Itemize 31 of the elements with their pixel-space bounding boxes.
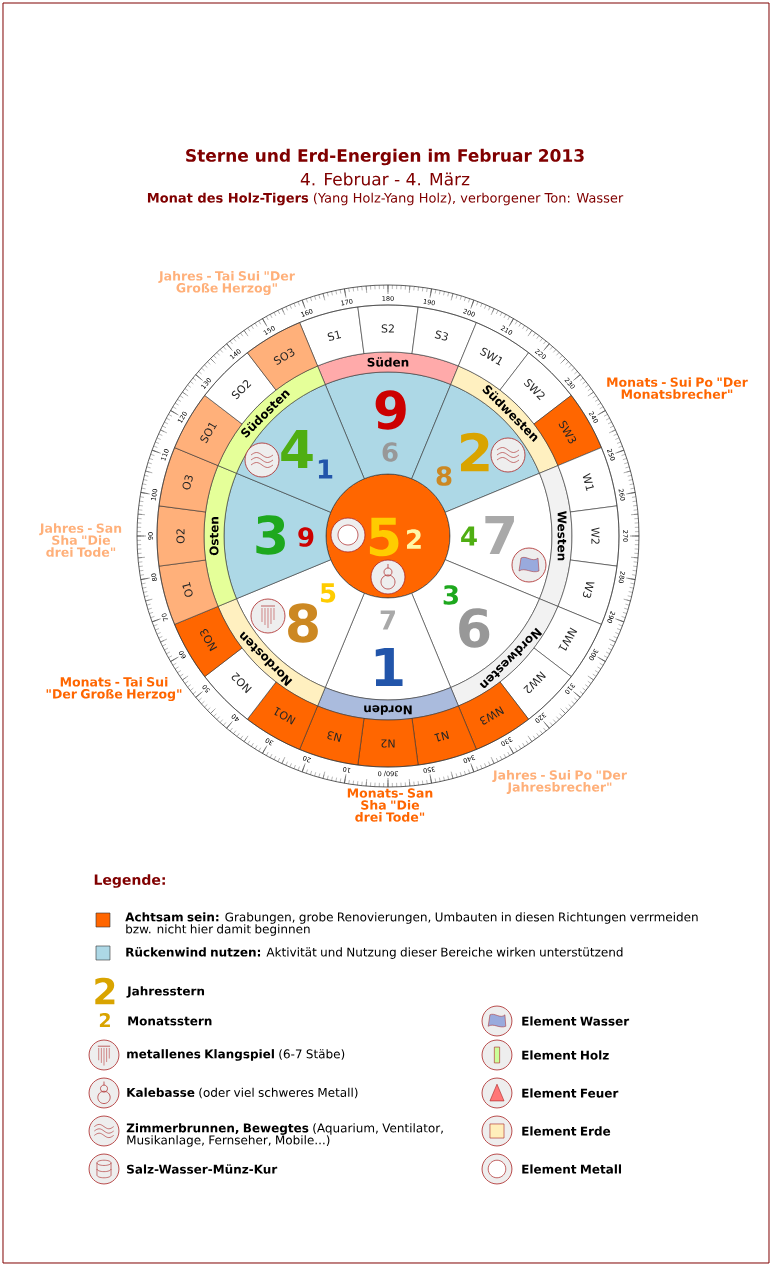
legend-text: Element Erde	[522, 1126, 611, 1136]
star-number-sample: 2	[99, 1012, 110, 1028]
legend-heading: Legende:	[94, 874, 165, 888]
legend-text: Achtsam sein: Grabungen, grobe Renovierungen, Umbauten in diesen Richtungen verrmeiden bzw. nicht hier damit beginnen	[125, 912, 698, 936]
title: Sterne und Erd-Energien im Februar 2013	[186, 148, 584, 166]
legend-text: Element Wasser	[522, 1016, 630, 1026]
subtitle: 4. Februar - 4. März	[300, 172, 470, 186]
legend-text: Element Feuer	[522, 1088, 619, 1098]
legend-text: Monatsstern	[128, 1016, 212, 1026]
sub-sector: S2	[357, 304, 419, 354]
legend-text: Element Holz	[522, 1050, 609, 1060]
legend-text: Salz-Wasser-Münz-Kur	[127, 1164, 278, 1174]
direction-band: Osten	[203, 465, 237, 607]
legend-text: Element Metall	[522, 1164, 621, 1174]
sub-sector: N2	[357, 718, 419, 768]
legend-text: Jahresstern	[126, 986, 205, 998]
subtitle: Monat des Holz-Tigers (Yang Holz-Yang Holz), verborgener Ton: Wasser	[147, 192, 624, 206]
callout-text: Jahres - Sui Po "Der Jahresbrecher"	[492, 770, 627, 794]
callout-text: Monats - Sui Po "Der Monatsbrecher"	[607, 377, 748, 399]
legend-text: Kalebasse (oder viel schweres Metall)	[127, 1087, 358, 1099]
star-number-sample: 2	[95, 977, 115, 1005]
direction-band: Norden	[317, 687, 459, 721]
sub-sector: W2	[570, 505, 620, 567]
legend-text: metallenes Klangspiel (6-7 Stäbe)	[127, 1049, 345, 1061]
callout-text: Jahres - San Sha "Die drei Tode"	[39, 523, 122, 557]
legend-text: Rückenwind nutzen: Aktivität und Nutzung dieser Bereiche wirken unterstützend	[126, 947, 623, 959]
sub-sector: O2	[156, 505, 206, 567]
callout-text: Jahres - Tai Sui "Der Große Herzog"	[158, 270, 295, 296]
legend-text: Zimmerbrunnen, Bewegtes (Aquarium, Ventilator, Musikanlage, Fernseher, Mobile...)	[126, 1123, 443, 1147]
callout-text: Monats - Tai Sui "Der Große Herzog"	[46, 676, 182, 702]
callout-text: Monats- San Sha "Die drei Tode"	[347, 788, 433, 822]
